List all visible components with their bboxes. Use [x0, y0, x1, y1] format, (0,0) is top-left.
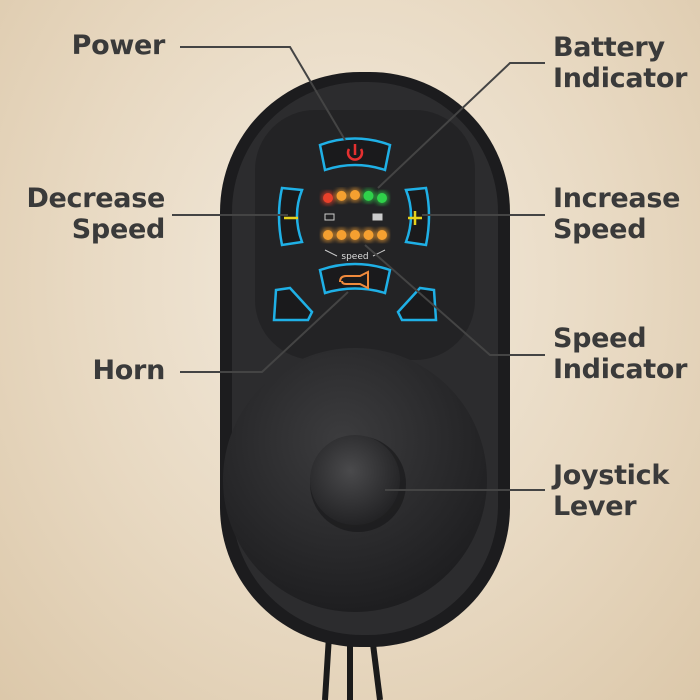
horn-button[interactable]	[318, 262, 392, 295]
led	[377, 230, 387, 240]
led	[323, 230, 333, 240]
horn-icon	[339, 270, 369, 290]
led	[377, 193, 387, 203]
led	[323, 193, 333, 203]
power-button[interactable]	[318, 137, 392, 172]
led	[350, 230, 360, 240]
right-turn-button[interactable]	[396, 286, 438, 322]
led	[336, 230, 347, 240]
battery-indicator-leds	[321, 188, 389, 205]
decrease-speed-button[interactable]	[277, 186, 304, 247]
label-line: Decrease	[26, 183, 165, 214]
label-line: Joystick	[553, 460, 669, 491]
led	[350, 190, 360, 200]
plus-icon	[408, 211, 422, 225]
label-line: Speed	[553, 323, 647, 354]
label-horn: Horn	[92, 355, 166, 386]
power-icon	[346, 144, 364, 161]
label-line: Increase	[553, 183, 681, 214]
increase-speed-button[interactable]	[404, 186, 431, 247]
label-line: Lever	[553, 491, 637, 522]
label-line: Battery	[553, 32, 665, 63]
led	[336, 190, 347, 201]
battery-low-icon	[324, 213, 335, 221]
label-line: Indicator	[553, 63, 688, 94]
speed-text: speed	[341, 252, 368, 262]
led	[363, 190, 374, 201]
label-power: Power	[71, 30, 166, 61]
speed-indicator-leds	[321, 228, 389, 242]
label-line: Speed	[71, 214, 166, 245]
label-line: Speed	[553, 214, 647, 245]
left-turn-button[interactable]	[272, 286, 314, 322]
joystick-knob[interactable]	[310, 435, 400, 525]
leader-lines	[172, 46, 545, 491]
battery-full-icon	[372, 213, 383, 221]
led	[363, 230, 374, 240]
label-line: Indicator	[553, 354, 688, 385]
